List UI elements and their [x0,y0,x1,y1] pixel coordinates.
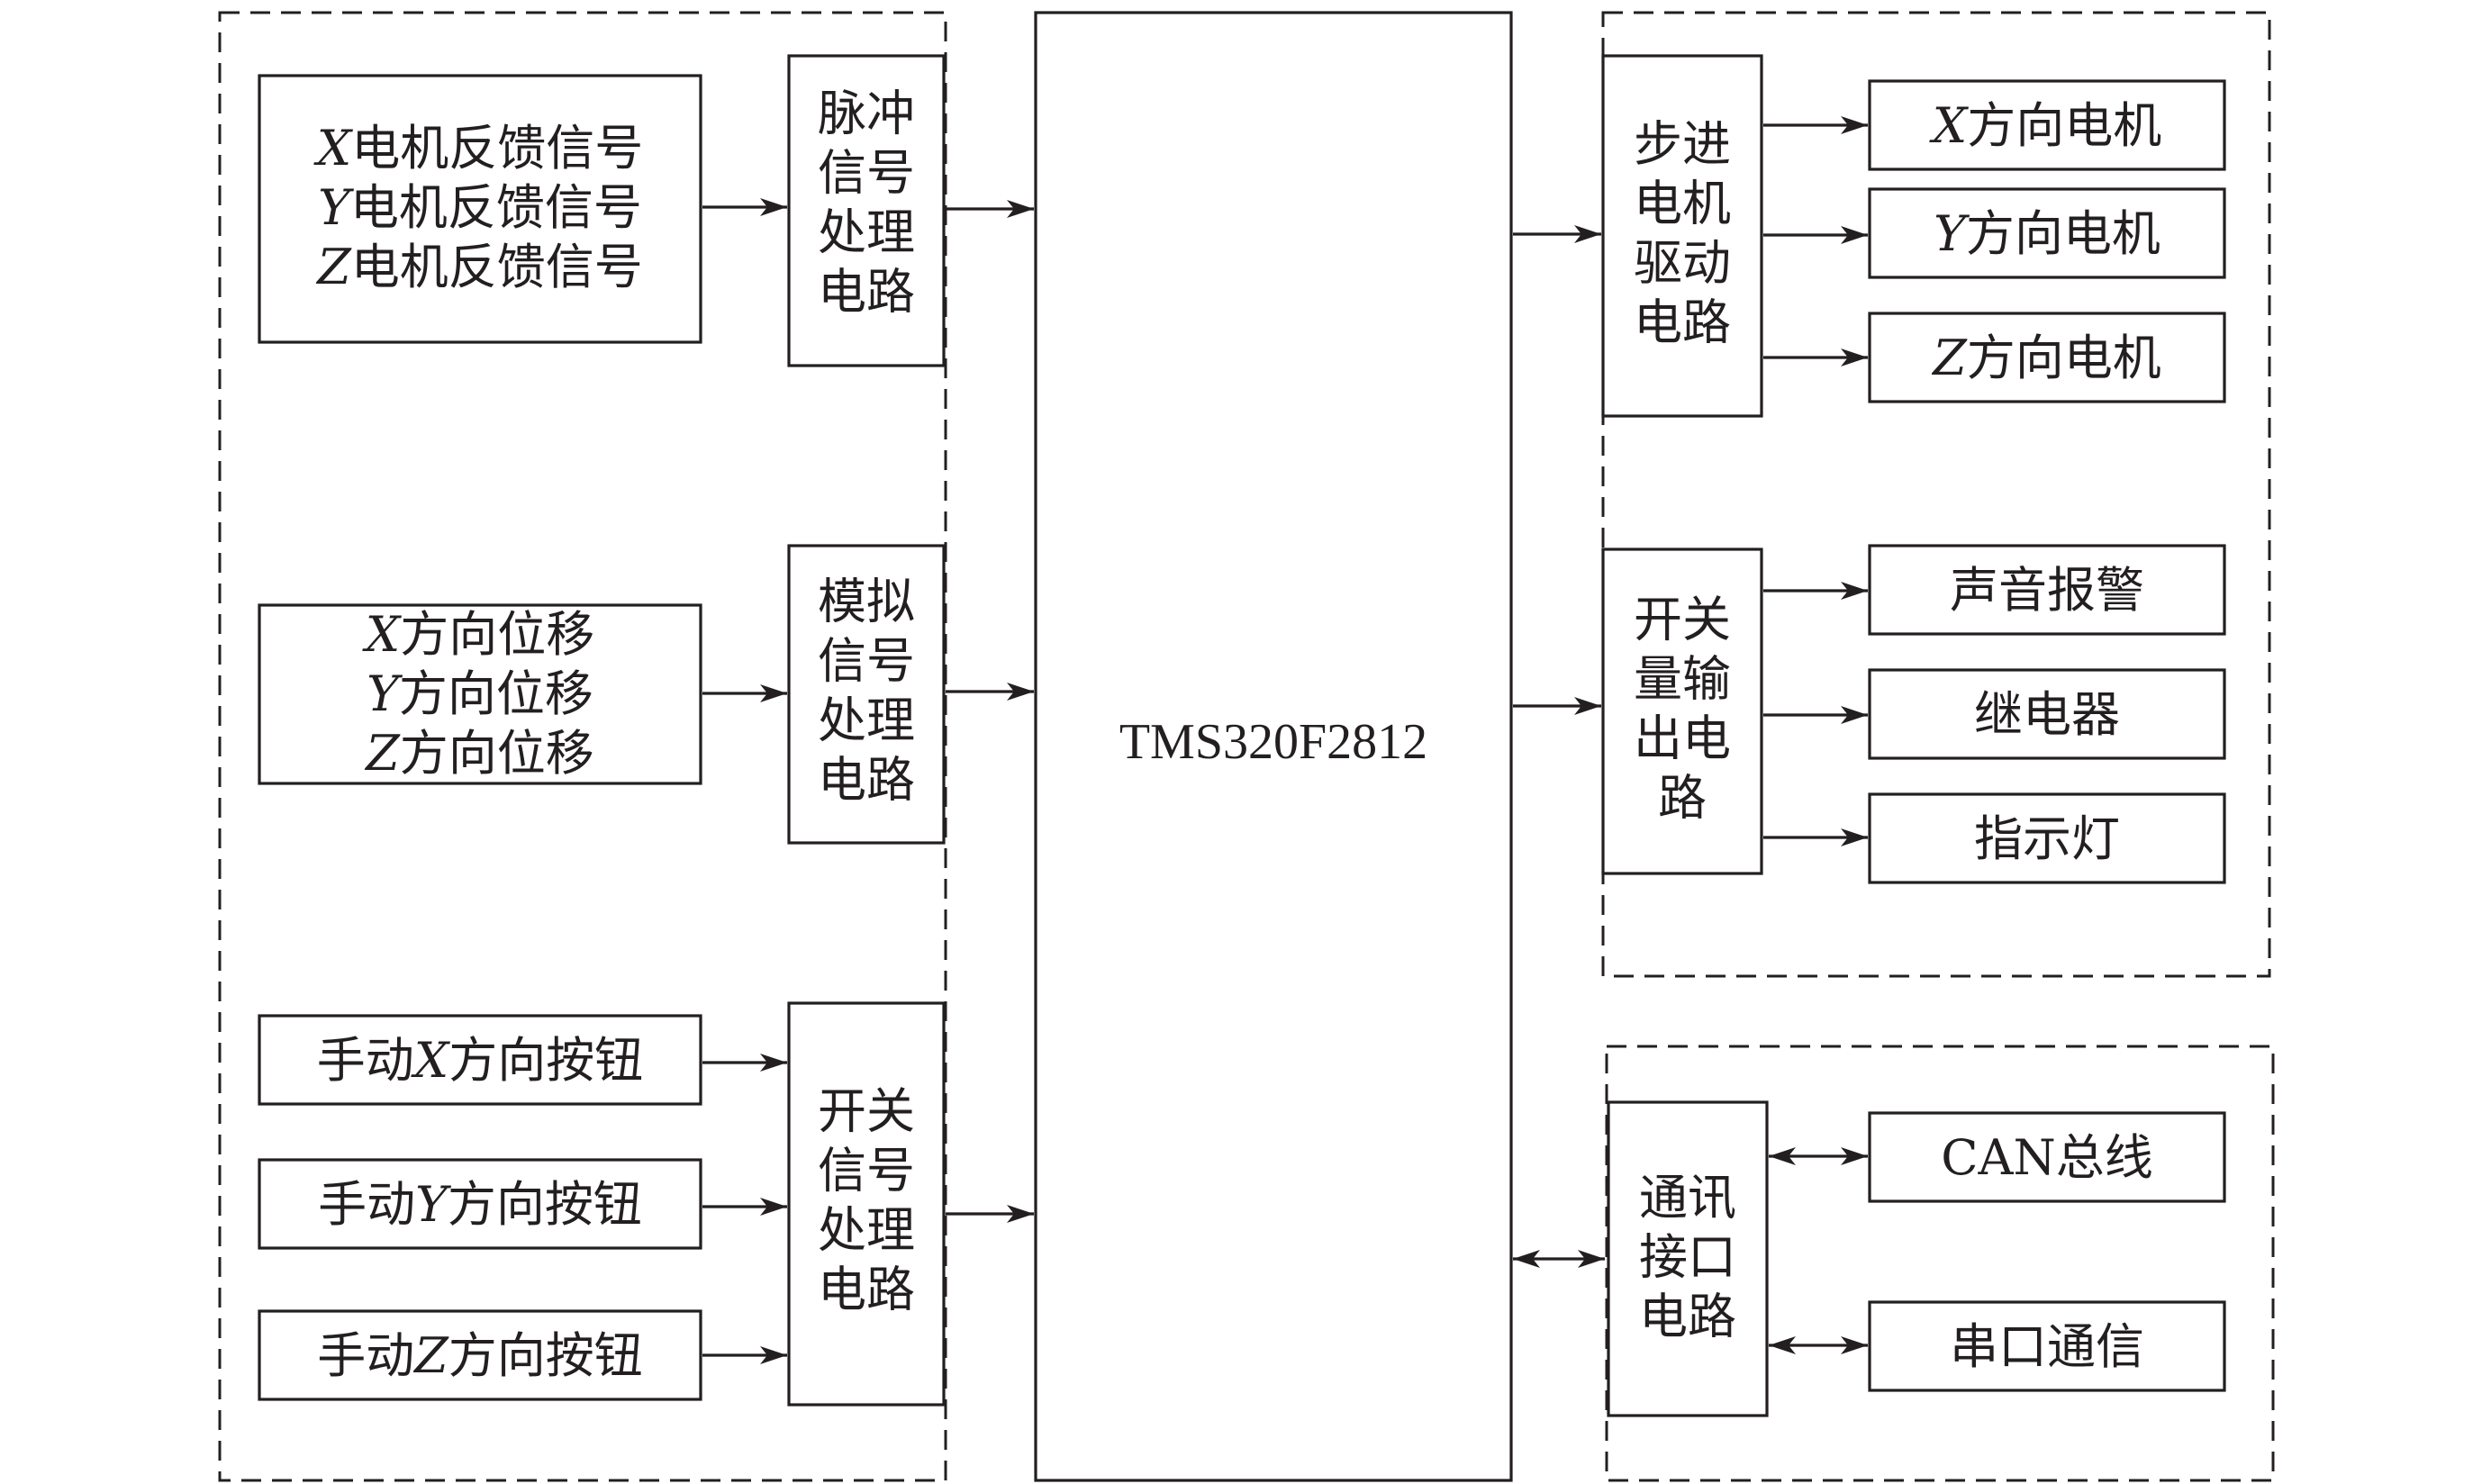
manual-button-x-box: 手动X方向按钮 [258,1014,702,1106]
can-bus-box: CAN总线 [1868,1111,2226,1203]
feedback-signal-y: Y电机反馈信号 [318,179,642,236]
pulse-circuit-line-2: 信号 [818,145,915,202]
motor-x-label: X方向电机 [1929,97,2161,154]
feedback-signal-z: Z电机反馈信号 [315,239,643,295]
motor-z-label: Z方向电机 [1931,330,2161,386]
input-group-frame [218,11,947,1482]
manual-button-z-label: 手动Z方向按钮 [317,1327,643,1384]
relay-label: 继电器 [1974,686,2120,743]
switch-output-line-2: 量输 [1634,651,1731,708]
cpu-label: TMS320F2812 [1119,714,1427,770]
analog-circuit-line-2: 信号 [818,633,915,690]
switch-output-line-3: 出电 [1634,710,1731,767]
pulse-circuit-line-1: 脉冲 [818,86,915,142]
displacement-box: X方向位移 Y方向位移 Z方向位移 [258,603,702,785]
switch-output-circuit-box: 开关 量输 出电 路 [1601,547,1763,875]
manual-button-z-box: 手动Z方向按钮 [258,1309,702,1401]
sound-alarm-box: 声音报警 [1868,544,2226,636]
can-bus-label: CAN总线 [1941,1129,2153,1186]
sound-alarm-label: 声音报警 [1950,562,2144,619]
stepper-driver-circuit-box: 步进 电机 驱动 电路 [1601,54,1763,418]
feedback-signals-box: X电机反馈信号 Y电机反馈信号 Z电机反馈信号 [258,74,702,344]
serial-comm-label: 串口通信 [1950,1318,2144,1375]
cpu-block: TMS320F2812 [1034,11,1513,1482]
pulse-circuit-line-4: 电路 [818,264,915,321]
manual-button-x-label: 手动X方向按钮 [317,1032,643,1089]
displacement-y: Y方向位移 [367,665,593,722]
pulse-processing-circuit-box: 脉冲 信号 处理 电路 [787,54,946,367]
motor-x-box: X方向电机 [1868,79,2226,171]
output-group-frame [1601,11,2271,978]
analog-circuit-line-4: 电路 [818,752,915,809]
analog-circuit-line-3: 处理 [818,692,915,749]
analog-processing-circuit-box: 模拟 信号 处理 电路 [787,544,946,845]
displacement-x: X方向位移 [362,606,594,663]
stepper-driver-line-1: 步进 [1634,116,1731,173]
switch-output-line-4: 路 [1658,770,1707,827]
switch-processing-circuit-box: 开关 信号 处理 电路 [787,1001,946,1407]
manual-button-y-label: 手动Y方向按钮 [318,1176,642,1233]
switch-circuit-line-1: 开关 [818,1083,915,1140]
indicator-light-box: 指示灯 [1868,792,2226,884]
displacement-z: Z方向位移 [364,725,594,782]
comm-interface-line-3: 电路 [1639,1289,1736,1345]
indicator-light-label: 指示灯 [1974,810,2120,867]
relay-box: 继电器 [1868,668,2226,760]
switch-circuit-line-2: 信号 [818,1143,915,1199]
analog-circuit-line-1: 模拟 [818,574,915,630]
comm-interface-circuit-box: 通讯 接口 电路 [1607,1100,1769,1417]
switch-circuit-line-3: 处理 [818,1202,915,1259]
pulse-circuit-line-3: 处理 [818,204,915,261]
motor-y-box: Y方向电机 [1868,187,2226,279]
comm-interface-line-1: 通讯 [1639,1170,1736,1226]
stepper-driver-line-3: 驱动 [1634,235,1731,292]
switch-circuit-line-4: 电路 [818,1262,915,1318]
feedback-signal-x: X电机反馈信号 [313,120,643,176]
motor-y-label: Y方向电机 [1934,205,2160,262]
serial-comm-box: 串口通信 [1868,1300,2226,1392]
motor-z-box: Z方向电机 [1868,312,2226,403]
manual-button-y-box: 手动Y方向按钮 [258,1158,702,1250]
comm-interface-line-2: 接口 [1639,1229,1736,1286]
stepper-driver-line-2: 电机 [1634,176,1731,232]
stepper-driver-line-4: 电路 [1634,294,1731,351]
switch-output-line-1: 开关 [1634,592,1731,648]
